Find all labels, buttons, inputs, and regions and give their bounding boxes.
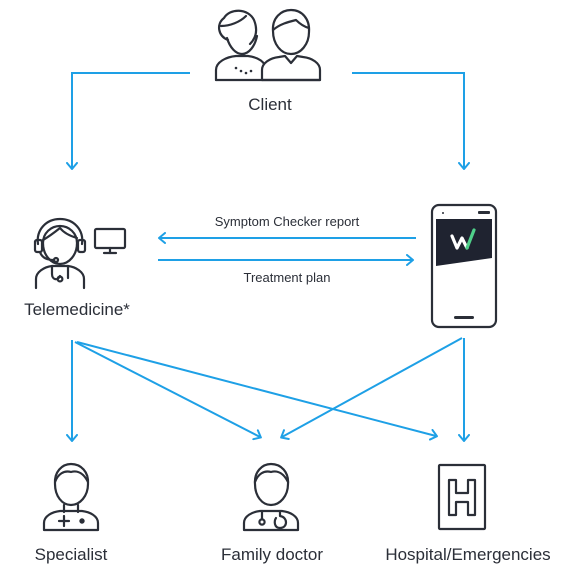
arrow-client-to-telemedicine <box>66 72 190 170</box>
couple-icon <box>214 8 322 82</box>
doctor-headset-icon <box>33 217 87 290</box>
doctor-stethoscope-icon <box>242 462 300 532</box>
arrow-telemedicine-to-family-doctor <box>74 341 262 441</box>
arrows <box>66 72 470 442</box>
client-node: Client <box>214 8 322 114</box>
edge-label-plan: Treatment plan <box>244 270 331 285</box>
telemedicine-label: Telemedicine* <box>24 300 130 319</box>
edge-label-report: Symptom Checker report <box>215 214 360 229</box>
arrow-app-to-family-doctor <box>280 337 463 440</box>
hospital-label: Hospital/Emergencies <box>385 545 550 564</box>
client-label: Client <box>248 95 292 114</box>
smartphone-app-icon <box>430 203 498 329</box>
arrow-client-to-app <box>352 72 470 170</box>
telemedicine-node: Telemedicine* <box>24 217 130 319</box>
w-logo-icon <box>450 228 476 250</box>
hospital-node: Hospital/Emergencies <box>385 463 551 564</box>
monitor-icon <box>93 227 127 255</box>
family-doctor-node: Family doctor <box>221 462 323 564</box>
app-node <box>430 203 498 329</box>
arrow-telemedicine-to-hospital <box>76 341 438 441</box>
specialist-label: Specialist <box>35 545 108 564</box>
specialist-icon <box>42 462 100 532</box>
specialist-node: Specialist <box>35 462 108 564</box>
family-doctor-label: Family doctor <box>221 545 323 564</box>
hospital-h-icon <box>437 463 487 531</box>
